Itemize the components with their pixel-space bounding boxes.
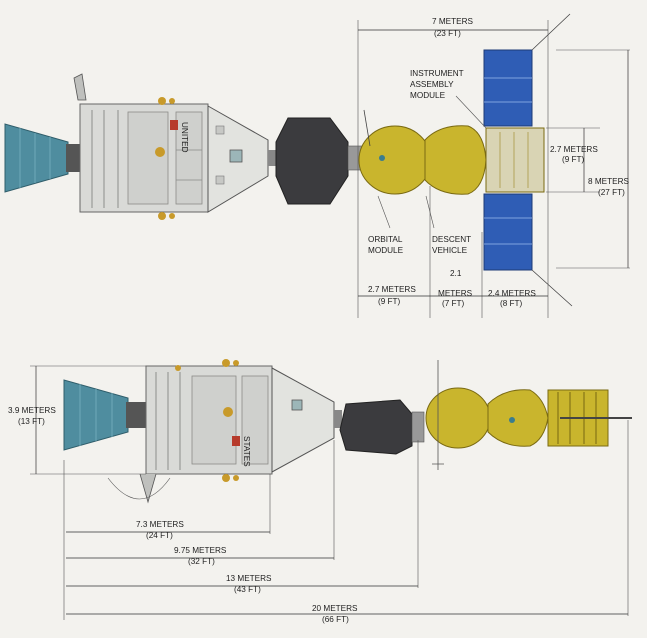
- bottom-dimensions: [30, 365, 629, 620]
- top-antenna: [73, 73, 87, 101]
- label-instrument-1: INSTRUMENT: [410, 69, 464, 78]
- label-43ft: (43 FT): [234, 585, 261, 594]
- top-solar-panel-upper: [483, 49, 533, 127]
- top-gold-fittings: [155, 97, 175, 220]
- label-9ft-right: (9 FT): [562, 155, 585, 164]
- label-2-4m: 2.4 METERS: [488, 289, 536, 298]
- label-8m: 8 METERS: [588, 177, 629, 186]
- top-decal: UNITED: [180, 122, 189, 153]
- label-8ft: (8 FT): [500, 299, 523, 308]
- bottom-decal: STATES: [242, 436, 251, 467]
- top-dimensions: [357, 20, 630, 318]
- label-66ft: (66 FT): [322, 615, 349, 624]
- label-13m: 13 METERS: [226, 574, 272, 583]
- label-27ft: (27 FT): [598, 188, 625, 197]
- label-13ft: (13 FT): [18, 417, 45, 426]
- label-7ft: (7 FT): [442, 299, 465, 308]
- bottom-docking-module: [339, 399, 413, 455]
- label-7-3m: 7.3 METERS: [136, 520, 184, 529]
- label-32ft: (32 FT): [188, 557, 215, 566]
- label-2-1: 2.1: [450, 269, 462, 278]
- label-orbital-2: MODULE: [368, 246, 404, 255]
- top-orbital-module: [358, 125, 432, 195]
- bottom-gold-fittings: [175, 359, 239, 482]
- label-2-7m-bottom: 2.7 METERS: [368, 285, 416, 294]
- label-3-9m: 3.9 METERS: [8, 406, 56, 415]
- label-2-7m-right: 2.7 METERS: [550, 145, 598, 154]
- top-flag: [170, 120, 178, 130]
- bottom-command-module: [271, 367, 335, 473]
- top-instrument-module: [485, 127, 545, 193]
- bottom-descent-vehicle: [487, 389, 549, 447]
- label-instrument-3: MODULE: [410, 91, 446, 100]
- top-solar-panel-lower: [483, 193, 533, 271]
- label-descent-1: DESCENT: [432, 235, 471, 244]
- label-20m: 20 METERS: [312, 604, 358, 613]
- top-spacecraft: UNITED: [4, 13, 573, 307]
- label-orbital-1: ORBITAL: [368, 235, 403, 244]
- label-2-1-meters: METERS: [438, 289, 473, 298]
- label-7m: 7 METERS: [432, 17, 473, 26]
- bottom-spacecraft: STATES: [63, 359, 632, 504]
- bottom-flag: [232, 436, 240, 446]
- label-descent-2: VEHICLE: [432, 246, 468, 255]
- bottom-orbital-module: [425, 387, 491, 449]
- top-descent-vehicle: [424, 125, 487, 195]
- label-24ft: (24 FT): [146, 531, 173, 540]
- top-engine-bell: [4, 123, 69, 193]
- label-23ft: (23 FT): [434, 29, 461, 38]
- label-9-75m: 9.75 METERS: [174, 546, 227, 555]
- label-9ft-bottom: (9 FT): [378, 297, 401, 306]
- label-instrument-2: ASSEMBLY: [410, 80, 454, 89]
- top-docking-module: [275, 117, 349, 205]
